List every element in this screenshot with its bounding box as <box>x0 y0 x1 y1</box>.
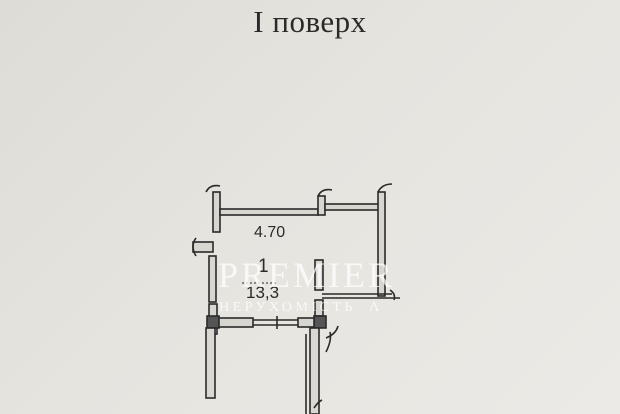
wall-top-right <box>324 203 383 211</box>
wall-left-mid <box>208 255 217 303</box>
watermark-logo-icon: Λ <box>369 300 383 315</box>
wall-right <box>377 191 386 297</box>
wall-left-upper <box>212 191 221 233</box>
watermark-brand: PREMIER <box>218 255 396 295</box>
wall-left-stub <box>192 241 214 253</box>
dimension-width-label: 4.70 <box>254 224 286 241</box>
watermark-subtitle-row: НЕРУХОМІСТЬ Λ <box>219 300 383 316</box>
wall-left-lower <box>205 327 216 399</box>
column-left <box>206 315 220 329</box>
wall-top-left <box>219 208 319 216</box>
room-number-label: 1 <box>258 256 269 277</box>
watermark-subtitle: НЕРУХОМІСТЬ <box>219 300 357 315</box>
wall-right-lower <box>309 327 320 414</box>
partition <box>314 259 324 291</box>
floor-title: I поверх <box>253 4 367 39</box>
room-area-label: 13,3 <box>246 283 280 302</box>
wall-bottom-left <box>218 317 254 328</box>
wall-top-post <box>317 195 326 216</box>
column-right <box>313 315 327 329</box>
